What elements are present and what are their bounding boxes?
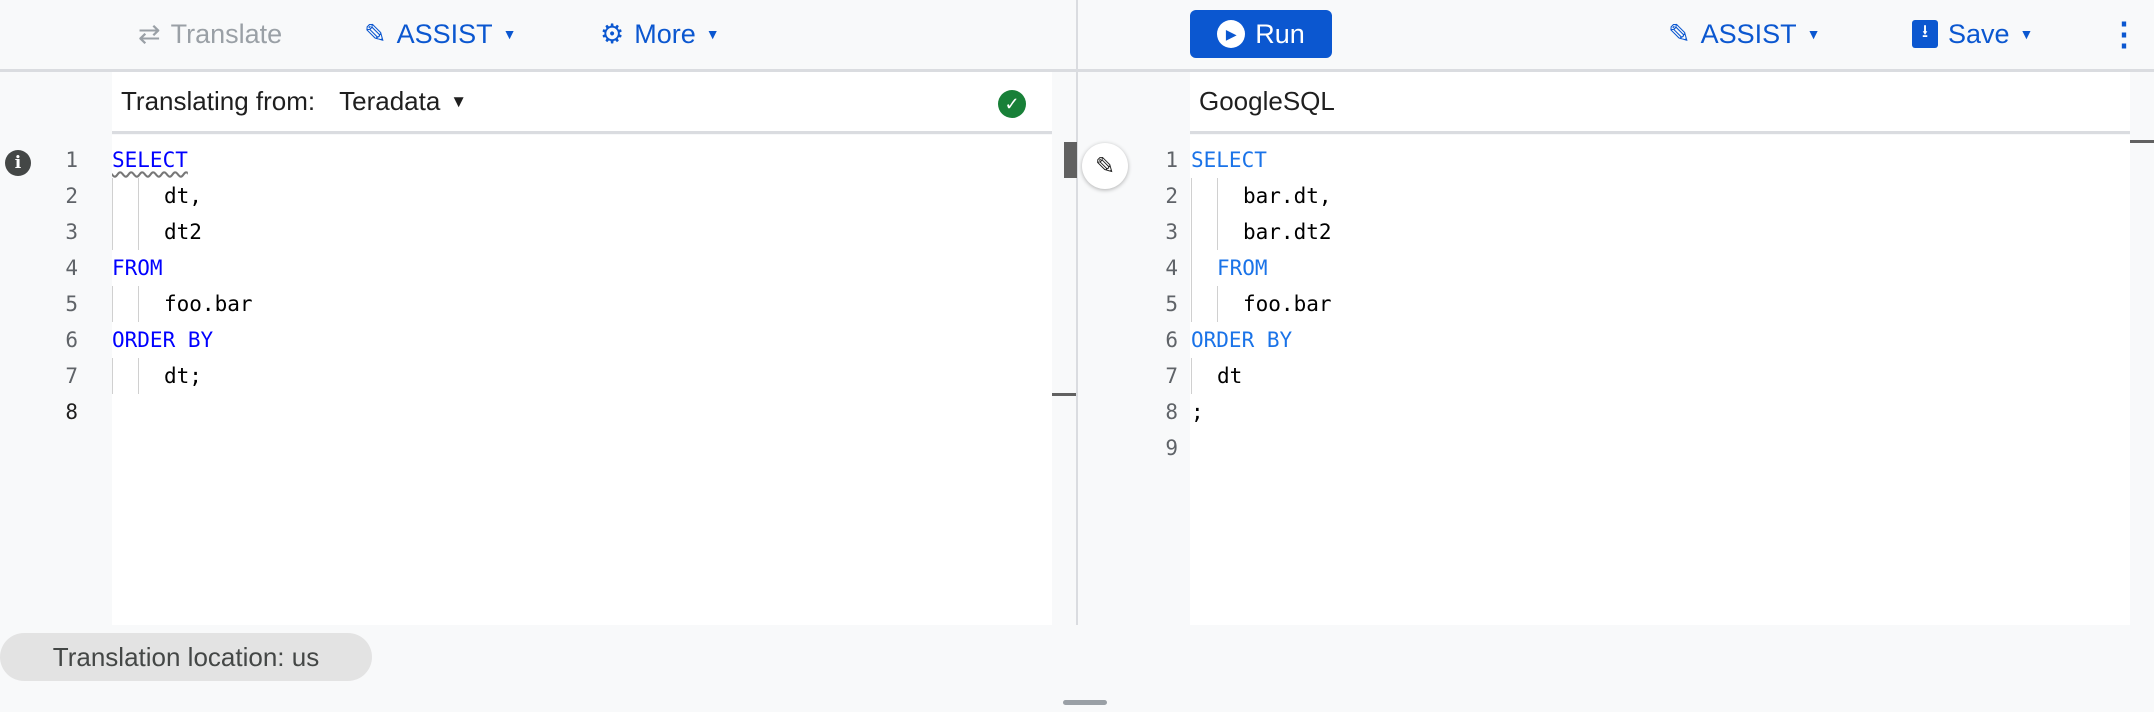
indent-guide	[138, 178, 139, 214]
indent-guide	[112, 178, 113, 214]
code-line: 7 dt;	[0, 358, 900, 394]
code-line: 2 bar.dt,	[1100, 178, 2000, 214]
indent-guide	[1217, 178, 1218, 214]
code-line: 4 FROM	[0, 250, 900, 286]
assist-button-right[interactable]: ✎ASSIST▼	[1668, 18, 1821, 49]
line-number: 5	[65, 292, 78, 316]
code-line: 8	[0, 394, 900, 430]
code-line: 4 FROM	[1100, 250, 2000, 286]
scroll-marker	[2130, 140, 2154, 143]
swap-icon: ⇄	[138, 18, 161, 49]
target-editor[interactable]	[1190, 135, 2130, 625]
chevron-down-icon: ▼	[2019, 26, 2034, 42]
line-number: 8	[1165, 400, 1178, 424]
line-number: 4	[1165, 256, 1178, 280]
line-number: 6	[65, 328, 78, 352]
line-number: 1	[1165, 148, 1178, 172]
indent-guide	[112, 214, 113, 250]
indent-guide	[1217, 286, 1218, 322]
resize-handle[interactable]	[1063, 700, 1107, 705]
code-text: foo.bar	[164, 292, 253, 316]
line-number: 7	[1165, 364, 1178, 388]
magic-pen-icon: ✎	[364, 18, 387, 49]
translate-button[interactable]: ⇄Translate	[138, 18, 283, 49]
line-number: 7	[65, 364, 78, 388]
assist-button-left[interactable]: ✎ASSIST▼	[364, 18, 517, 49]
line-number: 6	[1165, 328, 1178, 352]
indent-guide	[112, 286, 113, 322]
code-line: 9	[1100, 430, 2000, 466]
code-text: bar.dt,	[1243, 184, 1332, 208]
caret-down-icon: ▼	[450, 91, 468, 111]
magic-pen-icon: ✎	[1668, 18, 1691, 49]
indent-guide	[1191, 358, 1192, 394]
code-line: 1 SELECT	[1100, 142, 2000, 178]
line-number: 2	[65, 184, 78, 208]
sql-keyword: SELECT	[112, 148, 188, 172]
indent-guide	[138, 358, 139, 394]
indent-guide	[1191, 214, 1192, 250]
source-editor[interactable]	[112, 135, 1052, 625]
line-number: 2	[1165, 184, 1178, 208]
indent-guide	[1191, 178, 1192, 214]
line-number: 3	[65, 220, 78, 244]
code-line: 6 ORDER BY	[1100, 322, 2000, 358]
source-header: Translating from: Teradata▼ ✓	[112, 72, 1052, 134]
save-icon: ⭳	[1912, 20, 1938, 48]
code-line: 1 SELECT	[0, 142, 900, 178]
code-text: ;	[1191, 400, 1204, 424]
code-line: 6 ORDER BY	[0, 322, 900, 358]
sql-keyword: FROM	[112, 256, 163, 280]
line-number: 9	[1165, 436, 1178, 460]
more-button[interactable]: ⚙More▼	[600, 18, 720, 49]
indent-guide	[1191, 250, 1192, 286]
sql-keyword: ORDER BY	[1191, 328, 1293, 352]
code-line: 3 bar.dt2	[1100, 214, 2000, 250]
assist-fab-icon[interactable]: ✎	[1082, 143, 1128, 189]
sql-keyword: ORDER BY	[112, 328, 214, 352]
code-text: foo.bar	[1243, 292, 1332, 316]
code-text: dt	[1217, 364, 1243, 388]
code-text: dt;	[164, 364, 202, 388]
code-line: 8;	[1100, 394, 2000, 430]
play-icon: ▶	[1217, 20, 1246, 48]
line-number: 8	[65, 400, 78, 424]
indent-guide	[112, 358, 113, 394]
code-line: 2 dt,	[0, 178, 900, 214]
code-line: 5 foo.bar	[0, 286, 900, 322]
code-line: 7 dt	[1100, 358, 2000, 394]
translation-location-chip[interactable]: Translation location: us	[0, 633, 372, 681]
code-text: bar.dt2	[1243, 220, 1332, 244]
code-text: dt,	[164, 184, 202, 208]
sql-keyword: SELECT	[1191, 148, 1267, 172]
indent-guide	[1217, 214, 1218, 250]
line-number: 5	[1165, 292, 1178, 316]
scroll-marker	[1052, 393, 1076, 396]
chevron-down-icon: ▼	[1806, 26, 1821, 42]
target-header: GoogleSQL	[1190, 72, 2130, 134]
chevron-down-icon: ▼	[502, 26, 517, 42]
sql-keyword: FROM	[1217, 256, 1268, 280]
line-number: 4	[65, 256, 78, 280]
check-circle-icon: ✓	[998, 90, 1026, 118]
indent-guide	[138, 286, 139, 322]
run-button[interactable]: ▶Run	[1190, 10, 1332, 58]
code-line: 5 foo.bar	[1100, 286, 2000, 322]
indent-guide	[138, 214, 139, 250]
chevron-down-icon: ▼	[705, 26, 720, 42]
save-button[interactable]: ⭳Save▼	[1912, 14, 2033, 54]
indent-guide	[1191, 286, 1192, 322]
gear-icon: ⚙	[600, 18, 625, 49]
line-number: 1	[65, 148, 78, 172]
line-number: 3	[1165, 220, 1178, 244]
scrollbar-thumb[interactable]	[1064, 142, 1077, 178]
info-icon[interactable]: i	[5, 150, 31, 176]
dialect-select[interactable]: Teradata▼	[339, 86, 468, 116]
code-text: dt2	[164, 220, 202, 244]
pane-divider[interactable]	[1076, 0, 1078, 625]
more-vert-icon[interactable]: ⋮	[2108, 16, 2140, 52]
code-line: 3 dt2	[0, 214, 900, 250]
